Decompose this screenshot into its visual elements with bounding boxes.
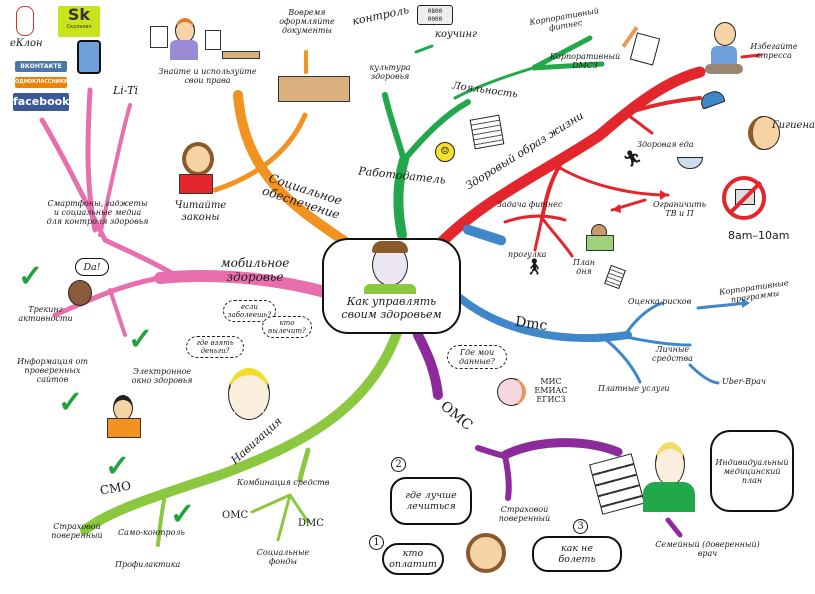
smiling-person-icon: [68, 280, 92, 306]
doctor-with-plan-icon: [589, 440, 705, 520]
worried-person-icon: [228, 368, 270, 420]
thought-cloud: если заболеешь?: [223, 300, 276, 322]
navigation-branch: [80, 325, 403, 547]
person-with-papers-icon: [150, 18, 260, 63]
washing-face-icon: [748, 116, 780, 150]
social-branch: [212, 50, 355, 250]
family-doctor-label: Семейный (доверенный) врач: [655, 540, 760, 559]
thought-cloud: где взять деньги?: [186, 336, 244, 358]
nav-dms-label: DMC: [298, 518, 324, 529]
check-icon: ✓: [58, 385, 84, 420]
nav-oms-label: ОМС: [222, 510, 249, 521]
shirt-icon: [364, 284, 416, 294]
prevention-label: Профилактика: [115, 560, 181, 569]
center-title: Как управлять своим здоровьем: [341, 295, 442, 321]
e-window-label: Электронное окно здоровья: [131, 367, 193, 386]
skolkovo-logo: Sk Сколково: [58, 6, 100, 37]
combination-label: Комбинация средств: [237, 478, 330, 487]
know-rights-label: Знайте и используйте свои права: [158, 67, 257, 86]
arrow-icon: [612, 190, 668, 213]
dms-branch: [456, 294, 747, 385]
uber-doctor-label: Uber-Врач: [722, 377, 766, 386]
curly-person-icon: [466, 533, 506, 573]
health-culture-label: культура здоровья: [369, 63, 411, 82]
healthy-branch: [426, 53, 762, 258]
day-plan-label: План дня: [572, 258, 596, 277]
no-computer-icon: [722, 176, 766, 220]
reading-boy-green-book-icon: [585, 224, 614, 251]
insurance-attorney-label: Страховой поверенный: [498, 505, 551, 524]
avoid-stress-label: Избегайте стресса: [750, 42, 798, 61]
corp-dms-label: Корпоративный DMC3: [549, 52, 621, 71]
running-figure-icon: 🏃︎: [622, 149, 643, 168]
facebook-logo[interactable]: facebook: [13, 93, 70, 111]
info-sites-label: Информация от проверенных сайтов: [17, 357, 88, 385]
liti-label: Li-Ti: [113, 84, 139, 97]
confused-person-icon: [497, 378, 526, 406]
systems-label: МИС ЕМИАС ЕГИСЗ: [534, 377, 568, 405]
reading-girl-icon: [175, 142, 215, 194]
walking-figure-icon: 🚶︎: [524, 257, 545, 276]
mobile-health-label: мобильное здоровье: [220, 256, 290, 284]
vkontakte-logo[interactable]: ВКОНТАКТЕ: [15, 61, 67, 72]
hygiene-label: Гигиена: [772, 120, 815, 131]
check-icon: ✓: [170, 497, 196, 532]
social-funds-label: Социальные фонды: [256, 548, 310, 567]
smartphone-icon: [77, 40, 101, 74]
read-laws-label: Читайте законы: [174, 200, 227, 223]
healthy-food-label: Здоровая еда: [637, 140, 694, 149]
tracking-label: Трекинг активности: [18, 305, 73, 324]
eklon-figure-icon: [16, 6, 34, 36]
coaching-label: коучинг: [435, 29, 478, 40]
question-bubble: кто оплатит: [382, 543, 444, 575]
fitness-label: Задача фитнес: [497, 200, 563, 209]
question-number-badge: 2: [391, 457, 406, 472]
reading-boy-icon: [105, 395, 141, 440]
skolkovo-text: Сколково: [66, 24, 92, 30]
document-icon: [469, 114, 505, 150]
question-number-badge: 3: [573, 519, 588, 534]
personal-funds-label: Личные средства: [652, 345, 693, 364]
time-label: 8am–10am: [728, 229, 790, 242]
desk-icon: [278, 76, 350, 102]
question-number-badge: 1: [369, 535, 384, 550]
mobile-branch: [39, 87, 331, 337]
gadgets-label: Смартфоны, гаджеты и социальные медиа дл…: [46, 199, 149, 227]
documents-label: Вовремя оформляйте документы: [279, 8, 335, 36]
eklon-logo: еКлон: [10, 38, 43, 49]
oms-branch: [413, 330, 683, 538]
risk-assessment-label: Оценка рисков: [628, 297, 692, 306]
center-node: Как управлять своим здоровьем: [322, 238, 461, 334]
smiley-icon: ☺: [435, 142, 455, 162]
sk-text: Sk: [67, 5, 91, 24]
arrow-icon: [742, 298, 750, 308]
paid-services-label: Платные услуги: [598, 384, 670, 393]
meditating-person-icon: [705, 22, 743, 77]
question-bubble: где лучше лечиться: [390, 477, 472, 525]
check-icon: ✓: [18, 259, 44, 294]
walk-label: прогулка: [508, 250, 547, 259]
limit-tv-label: Ограничить ТВ и П: [653, 200, 706, 219]
hair-icon: [372, 241, 408, 253]
employer-branch: [382, 35, 605, 240]
thought-cloud: кто вылечит?: [262, 316, 312, 338]
question-bubble: как не болеть: [532, 536, 622, 572]
data-question-cloud: Где мои данные?: [447, 345, 507, 369]
check-icon: ✓: [105, 449, 131, 484]
da-speech-bubble: Da!: [75, 258, 109, 276]
odnoklassniki-logo[interactable]: ОДНОКЛАССНИКИ: [15, 77, 68, 88]
self-control-label: Само-контроль: [118, 528, 185, 537]
check-icon: ✓: [128, 322, 154, 357]
medical-plan-bubble: Индивидуальный медицинский план: [710, 430, 794, 512]
nav-attorney-label: Страховой поверенный: [51, 522, 103, 541]
device-icon: 0800 0000: [417, 5, 453, 25]
